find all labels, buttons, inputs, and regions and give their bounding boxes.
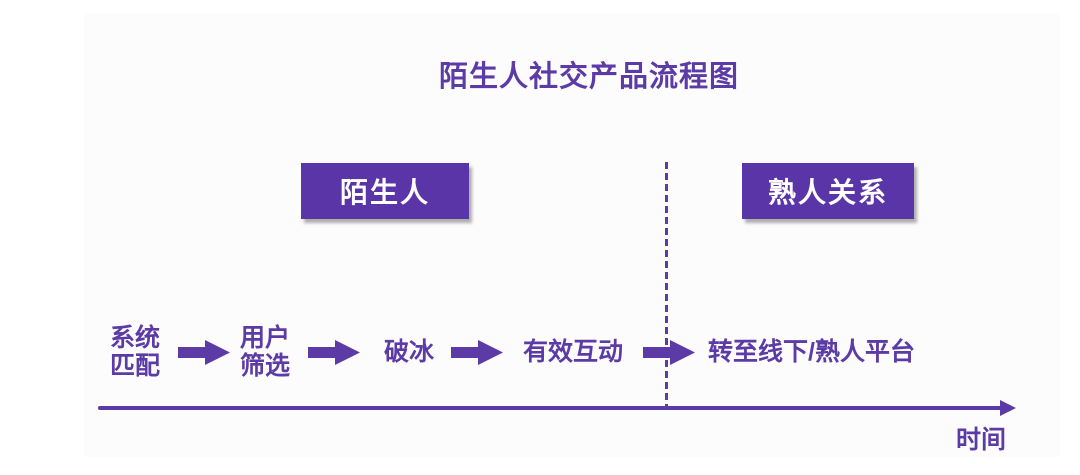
flow-step-system-matching: 系统 匹配 <box>109 324 160 380</box>
time-axis-arrowhead-icon <box>1000 400 1016 416</box>
flow-arrow-icon <box>643 339 695 366</box>
flow-step-effective-interaction: 有效互动 <box>522 338 623 366</box>
flow-step-icebreaking: 破冰 <box>383 338 434 366</box>
stage-box-acquaintance: 熟人关系 <box>742 163 914 219</box>
stage-label-strangers: 陌生人 <box>339 177 430 208</box>
stage-divider-dashed-line <box>665 162 668 408</box>
flow-arrow-icon <box>451 339 503 366</box>
diagram-panel <box>84 14 1060 457</box>
flow-arrow-icon <box>178 339 230 366</box>
flow-arrow-icon <box>308 339 360 366</box>
stage-box-strangers: 陌生人 <box>301 163 469 219</box>
stage-label-acquaintance: 熟人关系 <box>767 177 888 208</box>
flow-step-transfer-offline: 转至线下/熟人平台 <box>708 338 915 366</box>
time-axis-label: 时间 <box>956 426 1007 454</box>
flow-step-user-screening: 用户 筛选 <box>239 324 290 380</box>
diagram-title: 陌生人社交产品流程图 <box>438 61 739 93</box>
time-axis-line <box>98 406 1004 410</box>
